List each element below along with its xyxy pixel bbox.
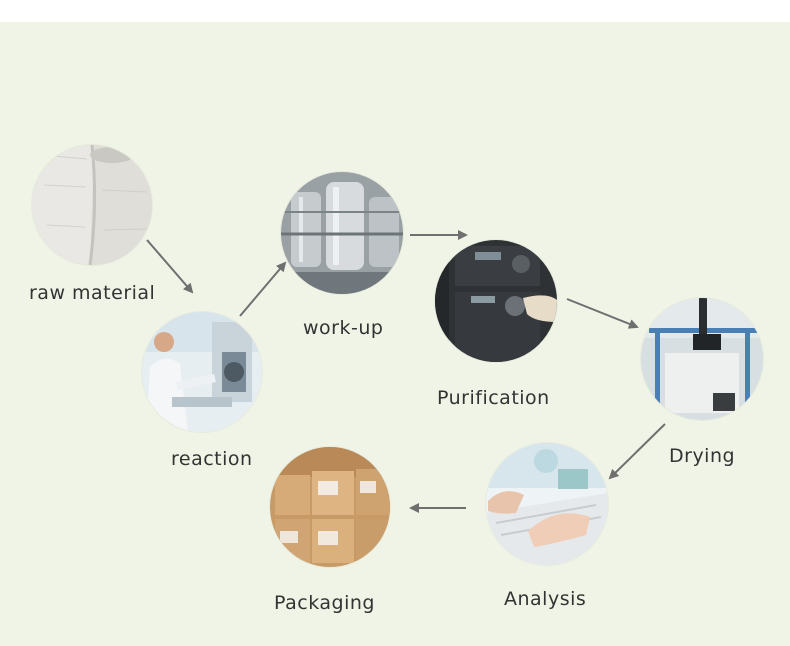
arrow-raw-to-reaction: [146, 239, 194, 294]
arrow-reaction-to-workup: [239, 261, 287, 317]
workup-label: work-up: [303, 317, 384, 339]
reaction-image: [142, 312, 262, 432]
drying-image: [641, 298, 763, 420]
raw-material-image: [32, 145, 152, 265]
packaging-image: [270, 447, 390, 567]
drying-label: Drying: [669, 445, 736, 467]
raw-material-label: raw material: [29, 282, 156, 304]
workup-image: [281, 172, 403, 294]
analysis-image: [486, 443, 608, 565]
purification-image: [435, 240, 557, 362]
arrow-purification-to-drying: [566, 298, 639, 329]
reaction-label: reaction: [171, 448, 253, 470]
packaging-label: Packaging: [274, 592, 375, 614]
analysis-label: Analysis: [504, 588, 587, 610]
purification-label: Purification: [437, 387, 550, 409]
arrow-drying-to-analysis: [608, 423, 666, 480]
